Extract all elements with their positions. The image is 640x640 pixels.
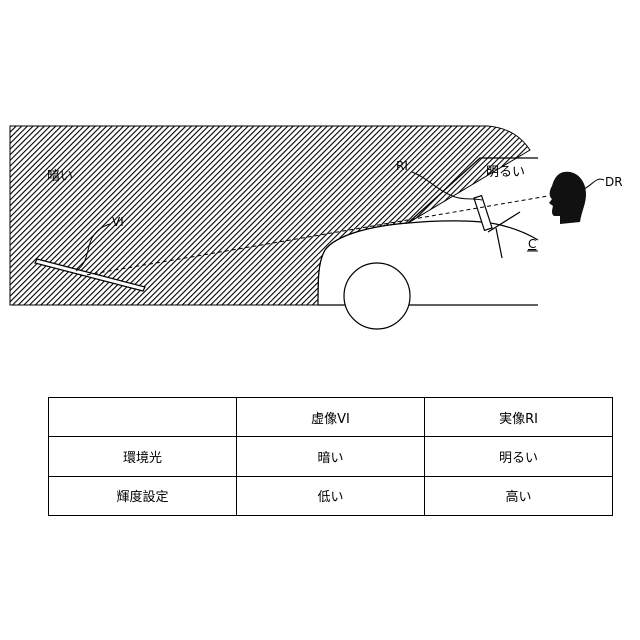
driver-label: DR xyxy=(605,175,623,189)
table-row: 環境光 暗い 明るい xyxy=(49,437,613,476)
table-cell: 低い xyxy=(237,476,425,515)
table-cell: 暗い xyxy=(237,437,425,476)
table-row: 輝度設定 低い 高い xyxy=(49,476,613,515)
table-header-cell xyxy=(49,398,237,437)
brightness-comparison-table: 虚像VI 実像RI 環境光 暗い 明るい 輝度設定 低い 高い xyxy=(48,397,613,516)
table-row-label: 環境光 xyxy=(49,437,237,476)
steering-wheel xyxy=(474,196,492,231)
dark-label: 暗い xyxy=(47,169,73,184)
bright-label: 明るい xyxy=(486,165,525,180)
wheel xyxy=(344,263,410,329)
table-header-row: 虚像VI 実像RI xyxy=(49,398,613,437)
virtual-image-label: VI xyxy=(112,215,124,229)
combiner-label: C xyxy=(528,237,536,251)
steering-column xyxy=(496,228,502,258)
table-header-cell: 虚像VI xyxy=(237,398,425,437)
table-cell: 明るい xyxy=(425,437,613,476)
table-cell: 高い xyxy=(425,476,613,515)
table-header-cell: 実像RI xyxy=(425,398,613,437)
dark-environment-region xyxy=(10,126,530,305)
table-row-label: 輝度設定 xyxy=(49,476,237,515)
vehicle-hud-diagram: 暗い 明るい RI VI DR C xyxy=(0,0,640,340)
real-image-label: RI xyxy=(396,159,408,173)
driver-head-icon xyxy=(549,172,586,224)
